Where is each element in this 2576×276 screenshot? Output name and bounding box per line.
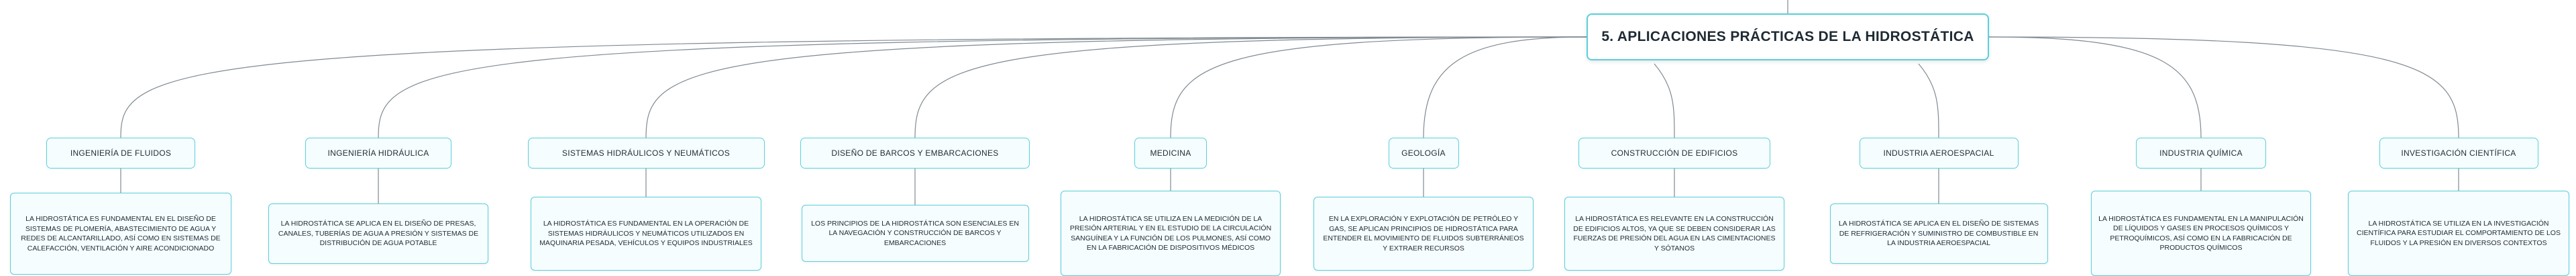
branch-label: INGENIERÍA HIDRÁULICA: [327, 148, 429, 158]
branch-label: INDUSTRIA QUÍMICA: [2159, 148, 2243, 158]
branch-label: GEOLOGÍA: [1401, 148, 1446, 158]
branch-8: INDUSTRIA AEROESPACIAL: [1859, 138, 2019, 169]
branch-description-text: LOS PRINCIPIOS DE LA HIDROSTÁTICA SON ES…: [811, 219, 1019, 247]
branch-label: INGENIERÍA DE FLUIDOS: [70, 148, 172, 158]
branch-label: CONSTRUCCIÓN DE EDIFICIOS: [1611, 148, 1738, 158]
root-to-branch-connector: [378, 36, 1587, 138]
branch-description-text: LA HIDROSTÁTICA SE APLICA EN EL DISEÑO D…: [278, 220, 479, 248]
root-title: 5. APLICACIONES PRÁCTICAS DE LA HIDROSTÁ…: [1601, 29, 1974, 44]
branch-label: DISEÑO DE BARCOS Y EMBARCACIONES: [831, 148, 999, 158]
branch-description-6: EN LA EXPLORACIÓN Y EXPLOTACIÓN DE PETRÓ…: [1313, 197, 1534, 271]
branch-description-text: EN LA EXPLORACIÓN Y EXPLOTACIÓN DE PETRÓ…: [1323, 215, 1524, 252]
branch-9: INDUSTRIA QUÍMICA: [2136, 138, 2266, 169]
root-topic: 5. APLICACIONES PRÁCTICAS DE LA HIDROSTÁ…: [1587, 13, 1989, 60]
branch-description-text: LA HIDROSTÁTICA ES FUNDAMENTAL EN LA OPE…: [539, 220, 753, 248]
root-to-branch-connector: [1918, 63, 1939, 138]
branch-3: SISTEMAS HIDRÁULICOS Y NEUMÁTICOS: [527, 138, 765, 169]
branch-description-text: LA HIDROSTÁTICA SE UTILIZA EN LA MEDICIÓ…: [1069, 214, 1272, 252]
branch-description-3: LA HIDROSTÁTICA ES FUNDAMENTAL EN LA OPE…: [531, 197, 761, 271]
branch-6: GEOLOGÍA: [1388, 138, 1459, 169]
branch-5: MEDICINA: [1134, 138, 1207, 169]
branch-label: INDUSTRIA AEROESPACIAL: [1883, 148, 1994, 158]
branch-description-8: LA HIDROSTÁTICA SE APLICA EN EL DISEÑO D…: [1829, 203, 2048, 264]
root-to-branch-connector: [1654, 63, 1675, 138]
root-to-branch-connector: [914, 36, 1587, 138]
branch-description-5: LA HIDROSTÁTICA SE UTILIZA EN LA MEDICIÓ…: [1061, 191, 1281, 276]
branch-description-9: LA HIDROSTÁTICA ES FUNDAMENTAL EN LA MAN…: [2091, 191, 2311, 276]
branch-description-1: LA HIDROSTÁTICA ES FUNDAMENTAL EN EL DIS…: [10, 193, 231, 275]
branch-description-text: LA HIDROSTÁTICA ES RELEVANTE EN LA CONST…: [1573, 215, 1776, 252]
branch-description-7: LA HIDROSTÁTICA ES RELEVANTE EN LA CONST…: [1564, 197, 1784, 271]
branch-label: SISTEMAS HIDRÁULICOS Y NEUMÁTICOS: [561, 148, 731, 158]
branch-4: DISEÑO DE BARCOS Y EMBARCACIONES: [800, 138, 1030, 169]
root-to-branch-connector: [1988, 36, 2202, 138]
root-to-branch-connector: [1988, 36, 2459, 138]
branch-description-text: LA HIDROSTÁTICA ES FUNDAMENTAL EN EL DIS…: [21, 215, 221, 252]
branch-description-text: LA HIDROSTÁTICA ES FUNDAMENTAL EN LA MAN…: [2098, 214, 2304, 252]
branch-description-2: LA HIDROSTÁTICA SE APLICA EN EL DISEÑO D…: [268, 203, 488, 264]
branch-label: MEDICINA: [1150, 148, 1191, 158]
branch-description-10: LA HIDROSTÁTICA SE UTILIZA EN LA INVESTI…: [2348, 191, 2569, 276]
root-to-branch-connector: [1170, 36, 1587, 138]
branch-label: INVESTIGACIÓN CIENTÍFICA: [2401, 148, 2516, 158]
branch-description-text: LA HIDROSTÁTICA SE UTILIZA EN LA INVESTI…: [2357, 219, 2561, 247]
root-to-branch-connector: [120, 36, 1587, 138]
branch-1: INGENIERÍA DE FLUIDOS: [46, 138, 195, 169]
branch-description-4: LOS PRINCIPIOS DE LA HIDROSTÁTICA SON ES…: [801, 205, 1029, 262]
branch-10: INVESTIGACIÓN CIENTÍFICA: [2379, 138, 2538, 169]
branch-description-text: LA HIDROSTÁTICA SE APLICA EN EL DISEÑO D…: [1838, 220, 2039, 248]
branch-7: CONSTRUCCIÓN DE EDIFICIOS: [1578, 138, 1770, 169]
root-to-branch-connector: [1423, 36, 1587, 138]
root-to-branch-connector: [645, 36, 1587, 138]
branch-2: INGENIERÍA HIDRÁULICA: [305, 138, 451, 169]
